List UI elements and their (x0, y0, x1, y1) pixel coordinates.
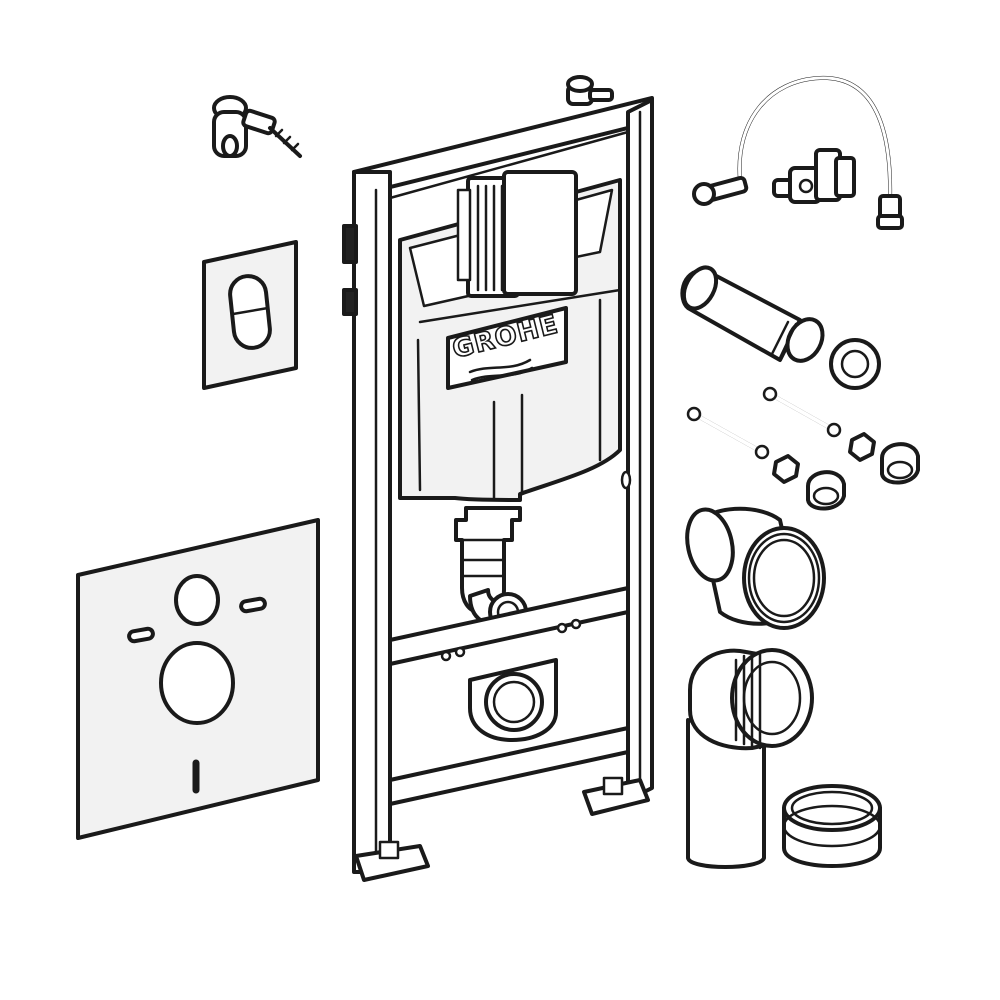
sound-insulation-mat (76, 518, 320, 840)
drain-elbow (686, 648, 814, 869)
mounting-bolts (686, 386, 842, 460)
cistern: GROHE (398, 170, 622, 502)
pipe-with-seal (680, 265, 881, 390)
installation-frame: GROHE (342, 75, 654, 882)
drain-connector (685, 506, 826, 630)
wall-bracket (212, 95, 302, 158)
protective-cap (782, 784, 882, 868)
top-bolt-left (566, 75, 614, 106)
mounting-nuts (772, 432, 876, 484)
bolt-caps (806, 442, 920, 511)
angle-valve (772, 148, 856, 204)
flush-plate (202, 240, 298, 390)
water-connection-hose (692, 75, 904, 230)
drain-ring-holder (468, 658, 558, 742)
